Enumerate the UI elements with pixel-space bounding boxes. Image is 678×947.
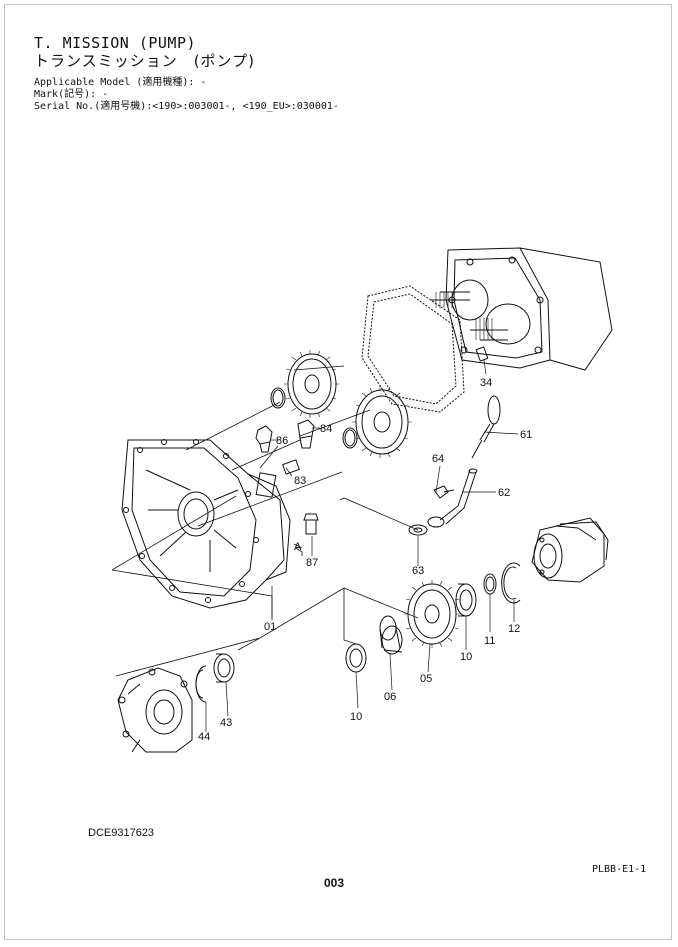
hydraulic-pump	[531, 517, 609, 583]
transmission-case	[121, 439, 291, 609]
shaft-06	[379, 615, 403, 655]
gear-upper	[284, 350, 339, 418]
callout-62: 62	[498, 487, 510, 499]
applicable-model: Applicable Model (適用機種): -	[34, 77, 207, 88]
callout-10-left: 10	[350, 711, 362, 723]
label-view-a: A	[294, 541, 302, 553]
callout-05: 05	[420, 673, 432, 685]
callout-06: 06	[384, 691, 396, 703]
callout-64: 64	[432, 453, 444, 465]
bolt-64	[433, 485, 455, 499]
sheet-code: PLBB-E1-1	[592, 864, 647, 875]
callout-63: 63	[412, 565, 424, 577]
header-block: T. MISSION (PUMP) トランスミッション (ポンプ) Applic…	[34, 36, 339, 113]
callout-86: 86	[276, 435, 288, 447]
document-code: DCE9317623	[88, 827, 155, 839]
bearing-10-right	[455, 583, 477, 617]
page-border	[4, 4, 672, 940]
plug-83	[282, 459, 300, 475]
dipstick-61	[471, 395, 501, 459]
plug-86	[255, 425, 273, 453]
callout-11: 11	[484, 635, 495, 647]
gasket	[361, 285, 465, 413]
gasket-63	[408, 516, 445, 536]
leader-lines	[111, 365, 419, 677]
page-title-japanese: トランスミッション (ポンプ)	[34, 52, 255, 70]
snap-ring-12	[501, 562, 521, 604]
bearing-10-left	[345, 643, 367, 673]
callout-01: 01	[264, 621, 276, 633]
transmission-housing	[430, 247, 613, 371]
callout-44: 44	[198, 731, 210, 743]
callout-34: 34	[480, 377, 492, 389]
gear-middle	[352, 386, 412, 458]
gear-05	[404, 580, 460, 648]
serial-number: Serial No.(適用号機):<190>:003001-, <190_EU>…	[34, 101, 339, 112]
callout-10-right: 10	[460, 651, 472, 663]
retaining-ring-11	[483, 573, 497, 595]
callout-leaders	[205, 359, 519, 732]
mark-line: Mark(記号): -	[34, 89, 109, 100]
callout-12: 12	[508, 623, 520, 635]
page-title: T. MISSION (PUMP)	[34, 34, 197, 52]
callout-83: 83	[294, 475, 306, 487]
callout-labels: 34 61 62 64 63 86 84 83 A 87 01 05 06 10…	[198, 377, 532, 743]
snap-ring-middle	[342, 427, 358, 449]
callout-87: 87	[306, 557, 318, 569]
snap-ring-upper	[270, 387, 286, 409]
callout-84: 84	[320, 423, 332, 435]
ring-44	[195, 665, 207, 703]
callout-43: 43	[220, 717, 232, 729]
bearing-43	[213, 653, 235, 683]
tube-62	[439, 468, 478, 525]
page-number: 003	[324, 876, 345, 890]
plug-87	[303, 513, 319, 535]
callout-61: 61	[520, 429, 532, 441]
flywheel-coupling	[117, 667, 193, 753]
